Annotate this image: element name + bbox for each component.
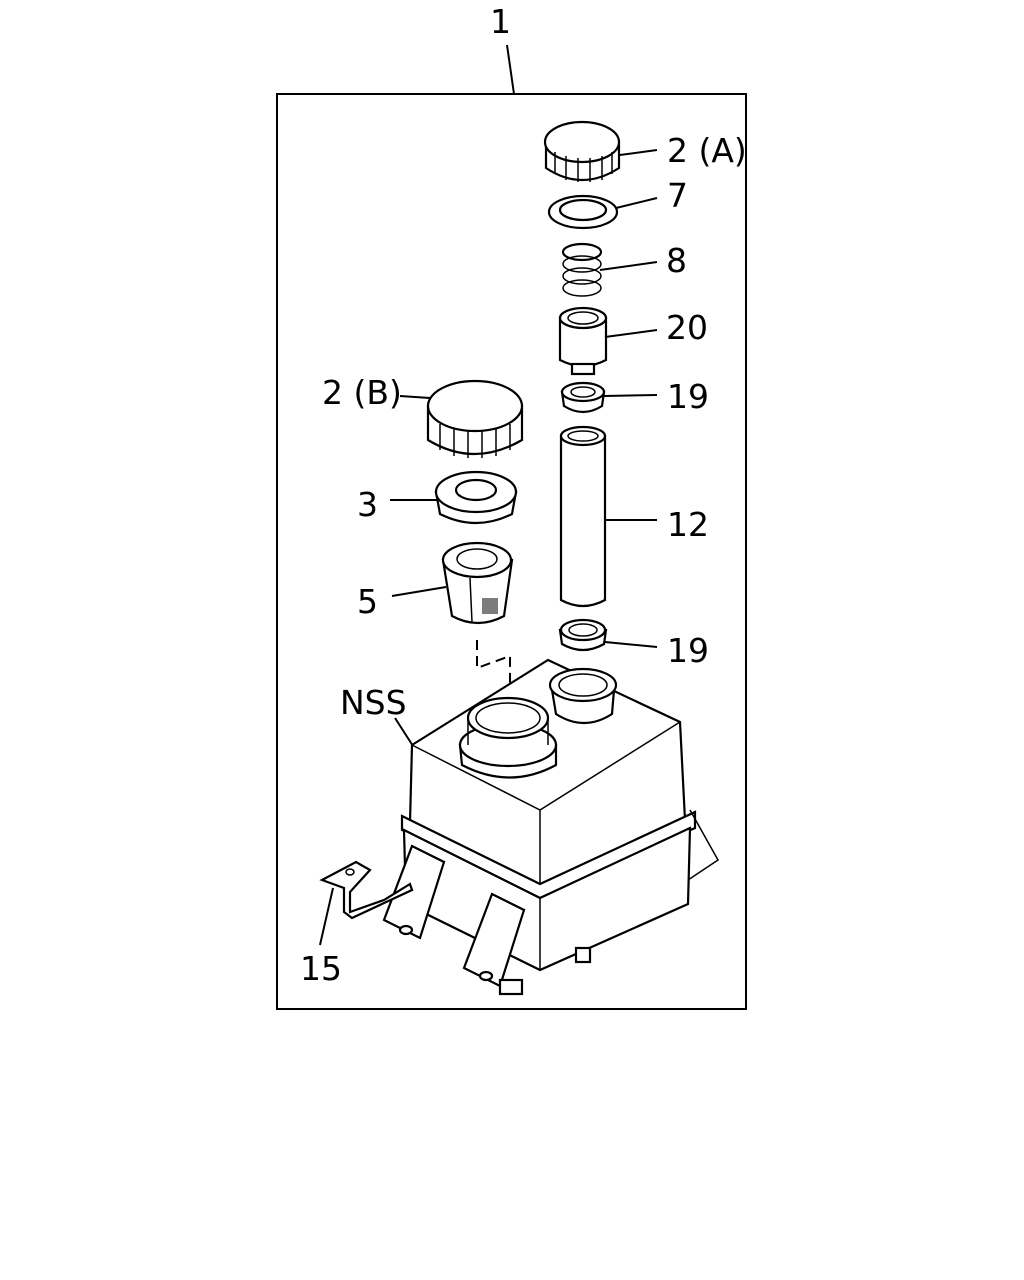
cap-b-part: [426, 379, 524, 458]
leader-cap-a: [619, 149, 658, 156]
mesh-pattern: [482, 598, 498, 614]
label-5: 5: [357, 582, 378, 621]
label-15: 15: [300, 949, 342, 988]
housing-3-part: [434, 470, 518, 524]
assembly-frame: [276, 93, 747, 1010]
leader-5: [391, 586, 447, 597]
label-7: 7: [667, 176, 688, 215]
label-assembly-1: 1: [490, 2, 511, 41]
leader-15: [319, 887, 334, 946]
label-cap-a: 2 (A): [667, 131, 747, 170]
label-cap-b: 2 (B): [322, 373, 402, 412]
ring-7-part: [547, 194, 619, 230]
seal-19-upper-part: [560, 381, 606, 414]
label-3: 3: [357, 485, 378, 524]
sleeve-20-part: [558, 306, 608, 376]
label-20: 20: [666, 308, 708, 347]
leader-8: [599, 261, 658, 271]
label-8: 8: [666, 241, 687, 280]
seal-19-lower-part: [558, 618, 608, 652]
leader-20: [604, 329, 658, 338]
spring-8-part: [561, 242, 603, 297]
leader-19-lower: [604, 641, 658, 648]
label-nss: NSS: [340, 683, 407, 722]
leader-assembly: [506, 44, 515, 95]
leader-nss: [394, 717, 414, 747]
label-19-upper: 19: [667, 377, 709, 416]
bracket-15-part: [319, 860, 414, 920]
leader-cap-b: [399, 395, 431, 399]
tube-12-part: [559, 425, 607, 608]
leader-7: [615, 197, 658, 209]
label-12: 12: [667, 505, 709, 544]
reservoir-tank: [382, 658, 719, 996]
strainer-5-part: [441, 541, 514, 625]
label-19-lower: 19: [667, 631, 709, 670]
leader-19-upper: [603, 394, 658, 397]
cap-a-part: [543, 120, 621, 182]
